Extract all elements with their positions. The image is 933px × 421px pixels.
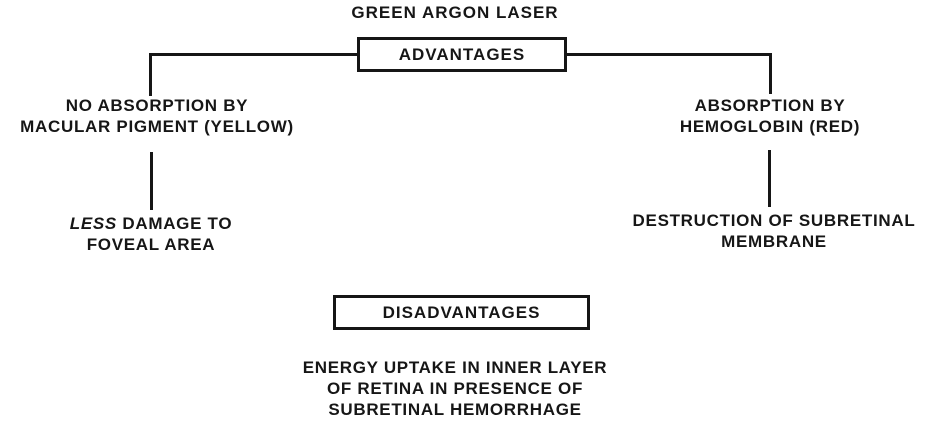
disadvantage-line1: ENERGY UPTAKE IN INNER LAYER bbox=[302, 358, 608, 377]
disadvantage-line3: SUBRETINAL HEMORRHAGE bbox=[328, 400, 582, 419]
advantages-box: ADVANTAGES bbox=[357, 37, 567, 72]
connector-vertical-left-upper bbox=[149, 53, 152, 96]
disadvantages-box: DISADVANTAGES bbox=[333, 295, 590, 330]
advantages-label: ADVANTAGES bbox=[398, 44, 526, 64]
right-cause-line1: ABSORPTION BY bbox=[694, 96, 846, 115]
left-effect-line1: LESS DAMAGE TO bbox=[0, 213, 306, 234]
disadvantage-description: ENERGY UPTAKE IN INNER LAYER OF RETINA I… bbox=[288, 357, 622, 420]
left-branch-effect: LESS DAMAGE TO FOVEAL AREA bbox=[0, 213, 306, 255]
left-effect-emphasis: LESS bbox=[69, 214, 117, 233]
connector-vertical-right-lower bbox=[768, 150, 771, 207]
connector-horizontal-left bbox=[149, 53, 358, 56]
left-branch-cause: NO ABSORPTION BY MACULAR PIGMENT (YELLOW… bbox=[0, 95, 316, 137]
right-branch-cause: ABSORPTION BY HEMOGLOBIN (RED) bbox=[611, 95, 929, 137]
right-effect-line1: DESTRUCTION OF SUBRETINAL bbox=[632, 211, 916, 230]
diagram-title: GREEN ARGON LASER bbox=[351, 3, 559, 22]
left-effect-line1-rest: DAMAGE TO bbox=[122, 214, 233, 233]
right-cause-line2: HEMOGLOBIN (RED) bbox=[679, 117, 861, 136]
left-cause-line2: MACULAR PIGMENT (YELLOW) bbox=[20, 117, 294, 136]
left-effect-line2: FOVEAL AREA bbox=[86, 235, 216, 254]
disadvantages-label: DISADVANTAGES bbox=[382, 302, 541, 322]
left-cause-line1: NO ABSORPTION BY bbox=[65, 96, 249, 115]
right-branch-effect: DESTRUCTION OF SUBRETINAL MEMBRANE bbox=[615, 210, 933, 252]
right-effect-line2: MEMBRANE bbox=[721, 232, 827, 251]
disadvantage-line2: OF RETINA IN PRESENCE OF bbox=[326, 379, 584, 398]
connector-vertical-right-upper bbox=[769, 53, 772, 94]
connector-vertical-left-lower bbox=[150, 152, 153, 210]
connector-horizontal-right bbox=[566, 53, 772, 56]
